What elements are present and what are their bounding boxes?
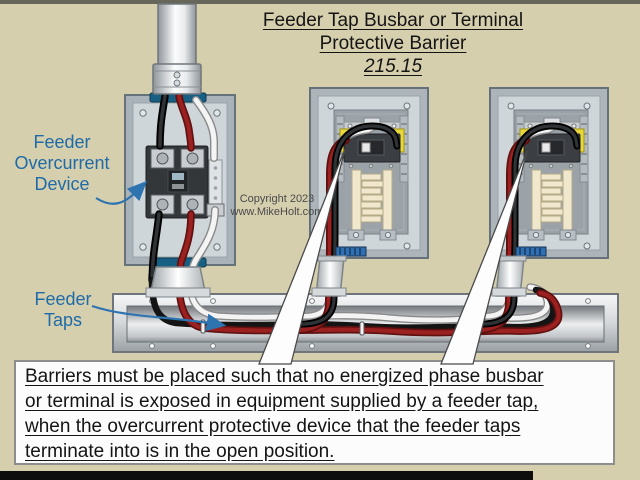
copyright-notice: Copyright 2023 www.MikeHolt.com [226, 193, 328, 219]
label-line: Feeder [33, 132, 91, 152]
feeder-nipple-conduit [145, 266, 211, 298]
phase-busbar [351, 169, 393, 231]
page-title: Feeder Tap Busbar or Terminal Protective… [243, 9, 543, 78]
caption-line-3: when the overcurrent protective device t… [25, 416, 521, 437]
busbar-mount-tabs [347, 229, 397, 241]
caption-line-1: Barriers must be placed such that no ene… [25, 366, 544, 387]
panel-screws [139, 109, 221, 251]
wireway-screws [149, 298, 591, 349]
top-border-strip [0, 0, 640, 4]
title-line-2: Protective Barrier [319, 33, 467, 54]
title-line-1: Feeder Tap Busbar or Terminal [262, 10, 524, 31]
label-line: Device [34, 174, 90, 194]
label-feeder-taps: Feeder Taps [16, 289, 110, 331]
feeder-overcurrent-panel [124, 92, 236, 268]
bottom-border-strip [0, 471, 533, 480]
terminal-strip [335, 246, 367, 257]
feeder-breaker [145, 145, 209, 219]
supply-conduit [152, 3, 202, 95]
label-line: Feeder [34, 289, 92, 309]
label-line: Overcurrent [14, 153, 110, 173]
copyright-line-2: www.MikeHolt.com [230, 206, 324, 218]
branch-nipple-conduit [311, 255, 347, 297]
caption-line-4: terminate into is in the open position. [25, 441, 335, 462]
label-line: Taps [43, 310, 83, 330]
label-feeder-overcurrent-device: Feeder Overcurrent Device [4, 132, 120, 195]
caption-line-2: or terminal is exposed in equipment supp… [25, 391, 539, 412]
copyright-line-1: Copyright 2023 [239, 193, 315, 205]
caption-box: Barriers must be placed such that no ene… [14, 360, 615, 465]
code-reference: 215.15 [363, 56, 423, 77]
